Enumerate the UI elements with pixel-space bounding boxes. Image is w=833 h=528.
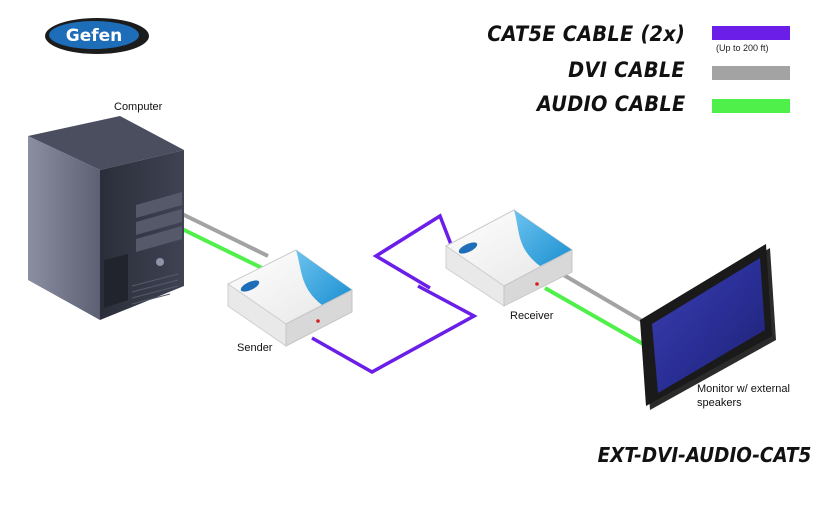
- legend-audio-label: AUDIO CABLE: [536, 92, 685, 116]
- monitor-label-line1: Monitor w/ external: [697, 383, 790, 395]
- monitor: [640, 244, 776, 410]
- model-name: EXT-DVI-AUDIO-CAT5: [597, 443, 811, 467]
- legend-cat5e-swatch: [712, 26, 790, 40]
- sender-unit: [227, 249, 353, 347]
- legend-cat5e-note: (Up to 200 ft): [716, 43, 769, 53]
- monitor-label-line2: speakers: [697, 397, 742, 409]
- logo-text: Gefen: [66, 26, 123, 46]
- legend-dvi-label: DVI CABLE: [568, 58, 685, 82]
- gefen-logo: Gefen: [45, 18, 149, 54]
- computer-label: Computer: [114, 101, 163, 113]
- sender-label: Sender: [237, 342, 273, 354]
- legend-dvi-swatch: [712, 66, 790, 80]
- legend-audio-swatch: [712, 99, 790, 113]
- computer-tower: [28, 116, 184, 320]
- receiver-unit: [445, 209, 573, 307]
- receiver-label: Receiver: [510, 310, 554, 322]
- legend-cat5e-label: CAT5E CABLE (2x): [487, 22, 685, 46]
- computer-sender-cables: [177, 210, 269, 270]
- receiver-monitor-cables: [544, 272, 646, 346]
- cat5e-cables: [311, 213, 478, 375]
